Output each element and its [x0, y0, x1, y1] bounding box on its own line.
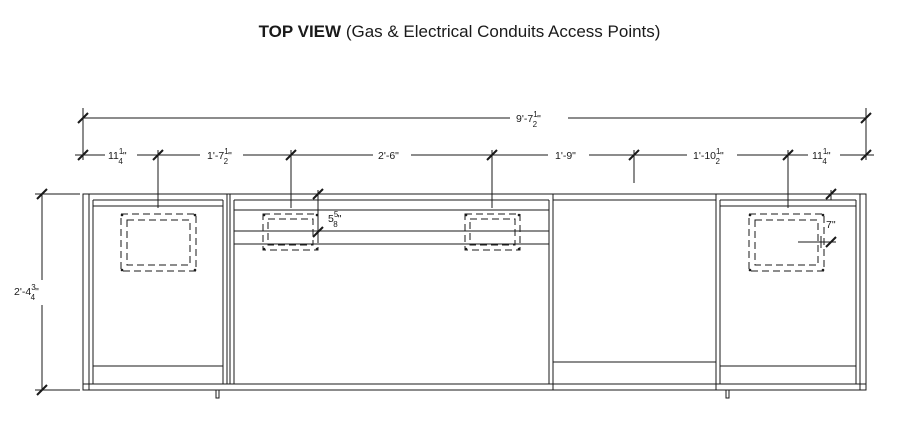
access-point-right [748, 213, 825, 272]
middle-module [552, 193, 717, 391]
right-offset-label: 7" [826, 219, 836, 231]
segment-4-label: 1'-9" [555, 150, 576, 162]
title-subtitle: (Gas & Electrical Conduits Access Points… [345, 22, 661, 41]
grill-module [229, 193, 554, 385]
access-point-grill-left [262, 213, 319, 251]
left-cabinet-module [88, 193, 228, 399]
access-point-grill-right [464, 213, 521, 251]
access-point-corner-dots [120, 213, 825, 272]
right-offset-dimension: 7" [798, 188, 837, 248]
title-bold: TOP VIEW [258, 22, 342, 41]
segment-3-label: 2'-6" [378, 150, 399, 162]
access-points [120, 213, 825, 272]
access-point-left [120, 213, 197, 272]
right-cabinet-module [715, 193, 861, 399]
diagram-title: TOP VIEW (Gas & Electrical Conduits Acce… [0, 22, 919, 42]
